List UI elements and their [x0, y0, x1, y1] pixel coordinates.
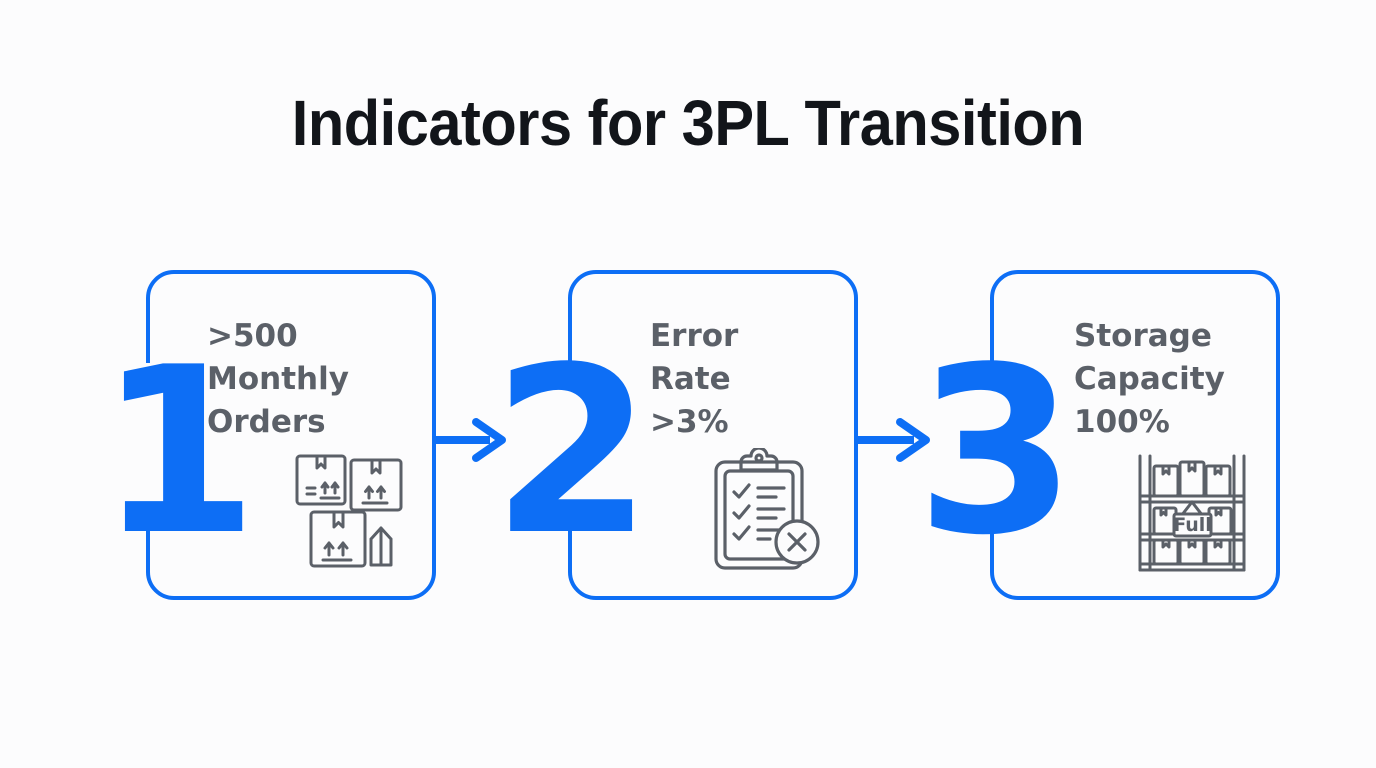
- warehouse-rack-full-icon: Full: [1133, 452, 1251, 579]
- arrow-step2-to-step3: [856, 410, 936, 475]
- step-number-3: 3: [916, 319, 1077, 586]
- step-label-2: Error Rate >3%: [650, 318, 739, 440]
- page-title: Indicators for 3PL Transition: [291, 87, 1085, 159]
- step-number-2: 2: [492, 319, 653, 586]
- step-card-2-border-notch: [562, 363, 576, 518]
- rack-full-label: Full: [1173, 514, 1212, 536]
- step-card-1-border-notch: [140, 363, 154, 518]
- clipboard-checklist-error-icon: [710, 446, 822, 578]
- step-card-3-border-notch: [984, 363, 998, 518]
- step-number-1: 1: [98, 319, 258, 586]
- stacked-boxes-icon: [293, 452, 405, 577]
- arrow-step1-to-step2: [432, 410, 512, 475]
- step-label-3: Storage Capacity 100%: [1074, 318, 1225, 440]
- step-label-1: >500 Monthly Orders: [207, 318, 349, 440]
